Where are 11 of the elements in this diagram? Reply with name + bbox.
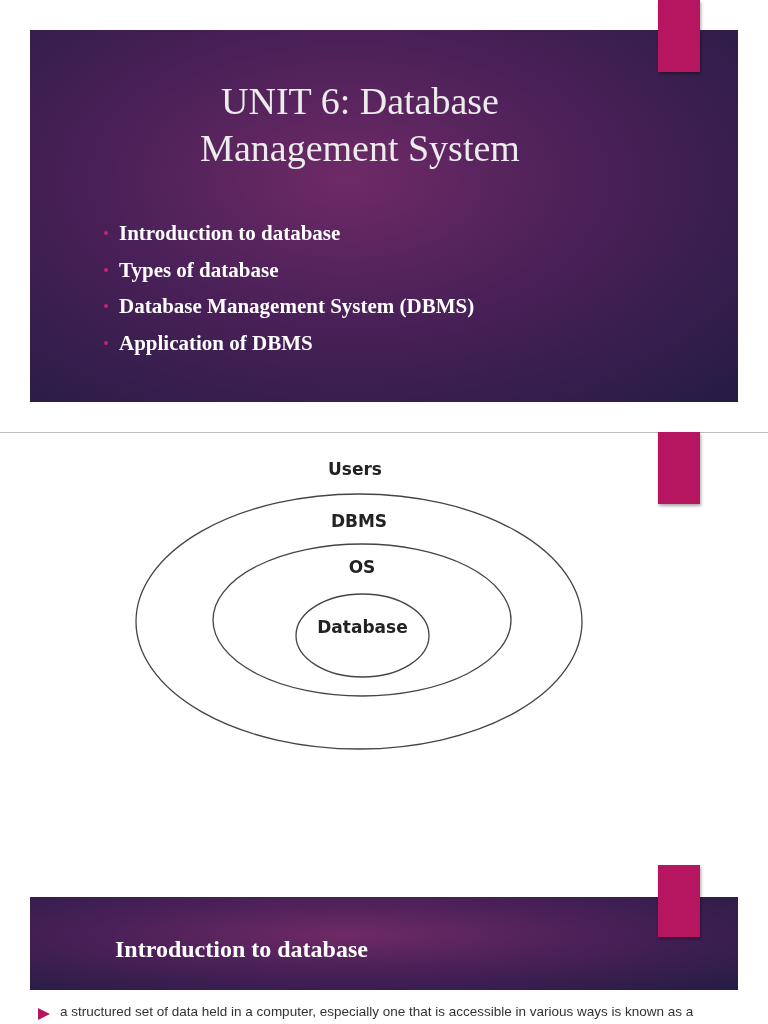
slide-heading: Introduction to database <box>115 936 368 963</box>
bullet-item: Types of database <box>104 251 475 288</box>
bullet-item: Introduction to database <box>104 215 475 252</box>
layer-label: OS <box>348 557 376 577</box>
slide-title: UNIT 6: Database Management System <box>199 79 521 171</box>
outer-label: Users <box>328 459 382 479</box>
body-text: a structured set of data held in a computer, especially one that is accessible in various ways is known as a <box>60 1004 694 1019</box>
bullet-item: Application of DBMS <box>104 324 475 361</box>
layer-label: DBMS <box>330 511 388 531</box>
layer-label: Database <box>317 617 408 637</box>
bullet-item: Database Management System (DBMS) <box>104 288 475 325</box>
